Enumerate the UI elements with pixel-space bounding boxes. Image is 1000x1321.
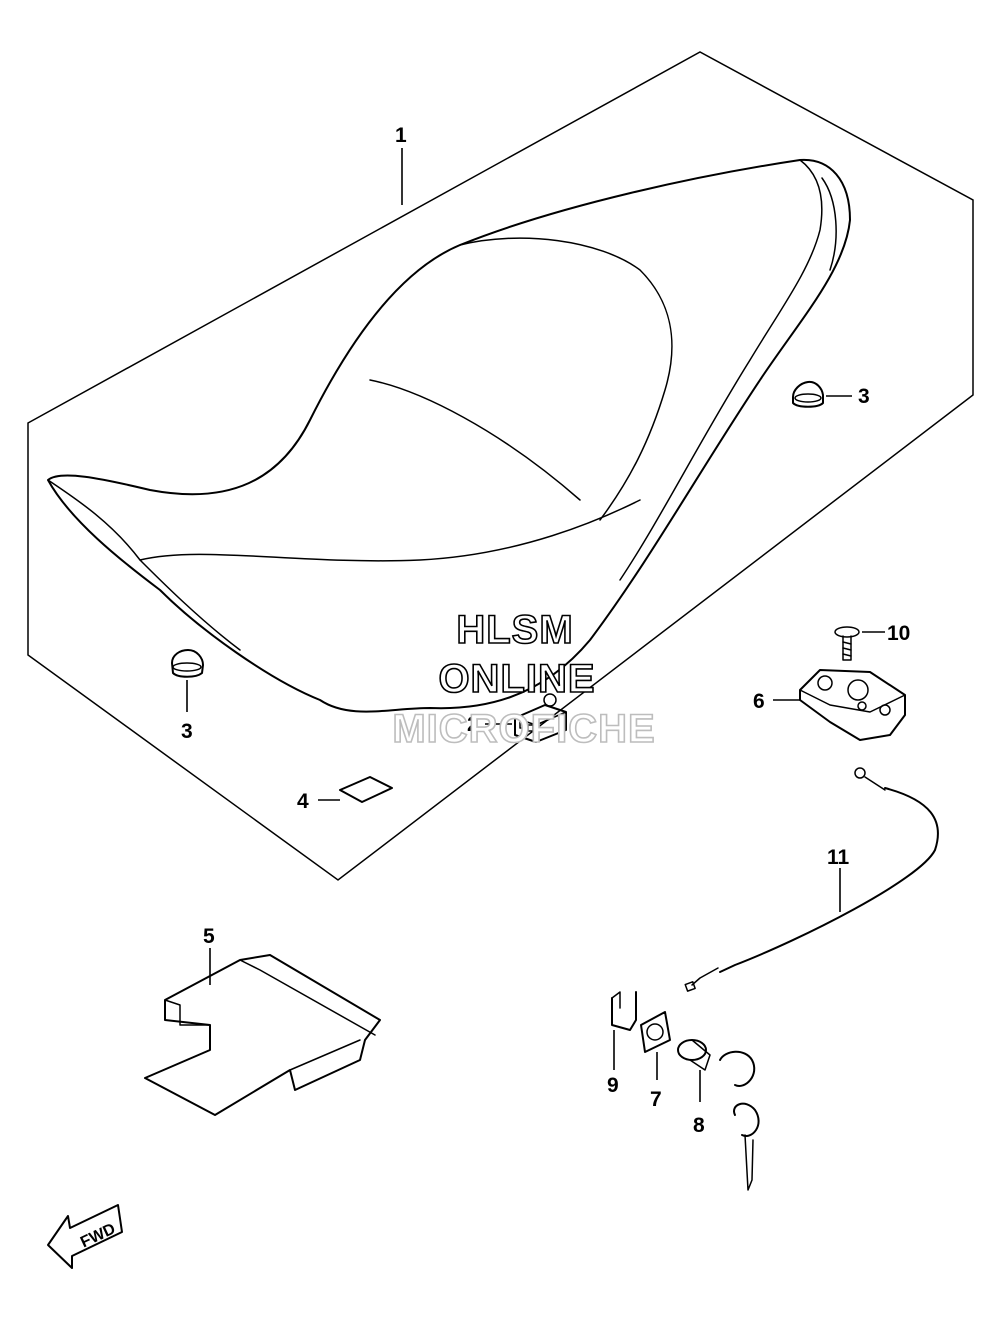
callout-6[interactable]: 6: [753, 690, 765, 713]
callout-3-left[interactable]: 3: [181, 720, 193, 743]
callout-10[interactable]: 10: [887, 622, 910, 645]
callout-5[interactable]: 5: [203, 925, 215, 948]
lock-and-keys[interactable]: [677, 1039, 760, 1191]
fwd-label: FWD: [78, 1221, 118, 1252]
callout-9[interactable]: 9: [607, 1074, 619, 1097]
seat-lock[interactable]: [799, 669, 906, 741]
washer-plate[interactable]: [640, 1011, 671, 1053]
watermark-line1: HLSM: [456, 608, 573, 652]
watermark-line2: ONLINE: [438, 657, 595, 701]
cushion-left[interactable]: [171, 649, 204, 678]
label-sticker[interactable]: [339, 776, 393, 803]
cushion-right[interactable]: [792, 380, 824, 408]
seat-assembly-box: [27, 51, 974, 881]
fwd-arrow-icon: FWD: [47, 1204, 123, 1269]
clip[interactable]: [611, 991, 637, 1031]
callout-4[interactable]: 4: [297, 790, 309, 813]
seat-block[interactable]: [514, 693, 567, 743]
callout-11[interactable]: 11: [827, 846, 850, 869]
callout-1[interactable]: 1: [395, 124, 407, 147]
screw[interactable]: [834, 626, 860, 661]
watermark-line3: MICROFICHE: [392, 707, 655, 751]
callout-3-right[interactable]: 3: [858, 385, 870, 408]
seat[interactable]: [47, 158, 851, 713]
watermark: HLSM ONLINE MICROFICHE: [392, 607, 656, 752]
callout-8[interactable]: 8: [693, 1114, 705, 1137]
callout-7[interactable]: 7: [650, 1088, 662, 1111]
callout-2[interactable]: 2: [467, 713, 479, 736]
cable[interactable]: [684, 767, 939, 992]
tray[interactable]: [144, 954, 381, 1116]
